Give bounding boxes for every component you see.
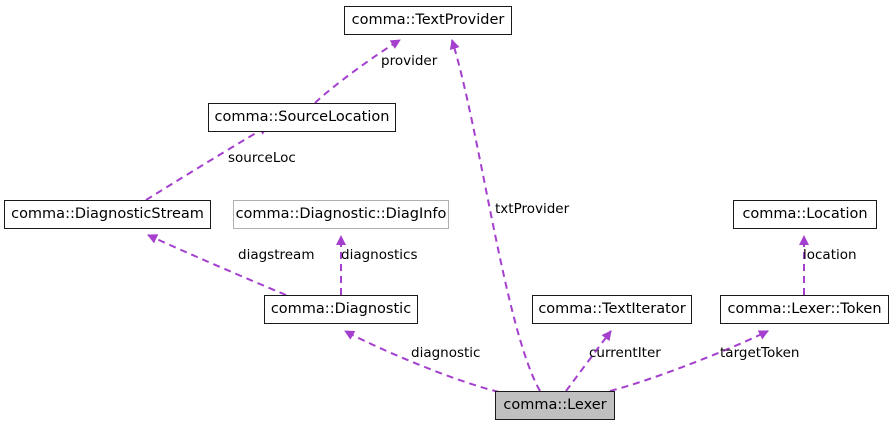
- uml-node-text-iterator[interactable]: comma::TextIterator: [532, 295, 692, 324]
- uml-node-lexer[interactable]: comma::Lexer: [495, 391, 615, 420]
- uml-node-label: comma::Location: [742, 206, 868, 223]
- edge-label-edge-location: location: [803, 247, 857, 263]
- uml-node-label: comma::TextProvider: [351, 12, 505, 29]
- uml-node-label: comma::SourceLocation: [214, 109, 390, 126]
- uml-node-diag-info[interactable]: comma::Diagnostic::DiagInfo: [233, 200, 449, 229]
- edge-edge-target-token: [609, 330, 769, 392]
- edge-label-edge-diagstream: diagstream: [238, 247, 315, 263]
- uml-node-text-provider[interactable]: comma::TextProvider: [344, 6, 512, 35]
- edge-label-edge-diagnostic: diagnostic: [411, 345, 481, 361]
- uml-node-label: comma::Lexer::Token: [727, 301, 882, 318]
- uml-node-label: comma::Diagnostic: [270, 301, 412, 318]
- edge-label-edge-current-iter: currentIter: [589, 345, 661, 361]
- edge-label-edge-txtprovider: txtProvider: [495, 201, 570, 217]
- edge-edge-diagstream: [147, 234, 287, 296]
- uml-node-location[interactable]: comma::Location: [733, 200, 877, 229]
- edge-edge-diagnostic: [344, 330, 500, 393]
- edge-edge-txtprovider: [449, 39, 541, 392]
- uml-node-label: comma::Lexer: [503, 397, 607, 414]
- uml-node-lexer-token[interactable]: comma::Lexer::Token: [720, 295, 889, 324]
- uml-node-label: comma::Diagnostic::DiagInfo: [235, 206, 447, 223]
- edge-edge-provider: [314, 39, 401, 104]
- uml-node-source-location[interactable]: comma::SourceLocation: [208, 103, 396, 132]
- uml-node-label: comma::DiagnosticStream: [11, 206, 204, 223]
- uml-node-label: comma::TextIterator: [538, 301, 686, 318]
- edge-edge-current-iter: [565, 330, 612, 392]
- edge-label-edge-diagnostics: diagnostics: [341, 247, 418, 263]
- edge-edge-source-loc: [145, 125, 269, 201]
- edge-label-edge-provider: provider: [381, 53, 438, 69]
- edge-label-edge-target-token: targetToken: [720, 345, 800, 361]
- edge-label-edge-source-loc: sourceLoc: [228, 150, 296, 166]
- uml-node-diagnostic-stream[interactable]: comma::DiagnosticStream: [4, 200, 211, 229]
- uml-node-diagnostic[interactable]: comma::Diagnostic: [264, 295, 418, 324]
